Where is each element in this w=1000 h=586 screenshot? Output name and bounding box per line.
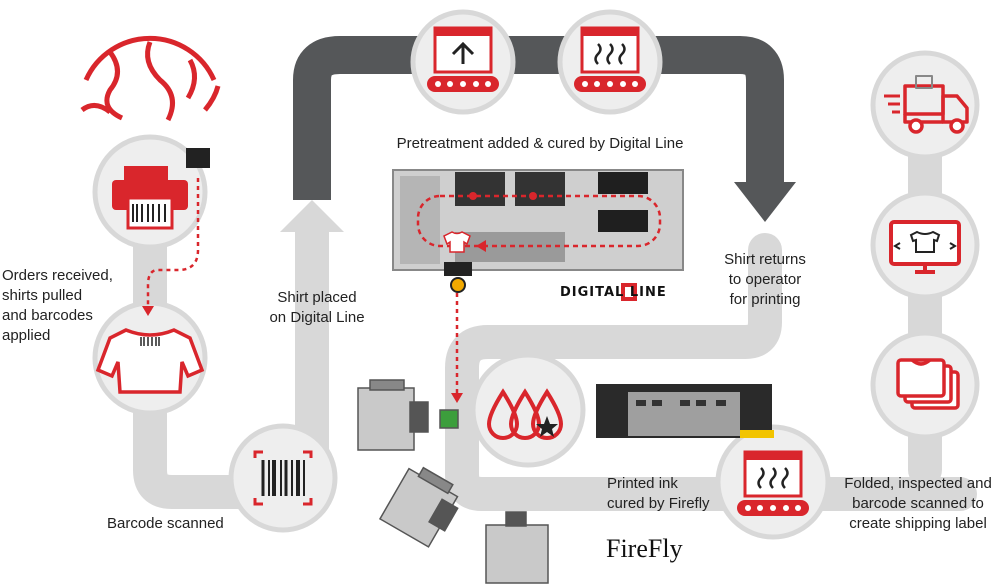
globe-icon <box>80 35 221 122</box>
digital-line-machine <box>392 169 684 293</box>
shirt-placed-label: Shirt placed on Digital Line <box>269 289 365 326</box>
arrow-tip <box>142 306 154 316</box>
barcode-icon <box>253 450 313 506</box>
arrow-tip <box>451 393 463 403</box>
digital-line-brand: DIGITAL LINE <box>560 285 667 300</box>
shirt-returns-label: Shirt returns to operator for printing <box>724 251 806 308</box>
shirt-icon <box>95 328 205 394</box>
conveyor-heat-icon <box>737 450 809 516</box>
folded-shirts-icon <box>896 358 960 410</box>
pretreatment-label: Pretreatment added & cured by Digital Li… <box>396 135 684 152</box>
printed-ink-label: Printed ink cured by Firefly <box>607 475 710 512</box>
conveyor-heat-icon <box>574 26 646 92</box>
barcode-scanned-label: Barcode scanned <box>107 515 224 532</box>
digital-line-logo <box>621 283 637 301</box>
firefly-dryer <box>596 384 774 438</box>
orders-label: Orders received, shirts pulled and barco… <box>2 267 113 344</box>
dtg-printers <box>357 379 549 584</box>
printer-icon <box>112 148 210 230</box>
dark-track <box>293 36 796 222</box>
folded-label: Folded, inspected and barcode scanned to… <box>844 475 992 532</box>
dashed-connector <box>146 178 459 395</box>
delivery-truck-icon <box>884 75 969 134</box>
conveyor-up-arrow-icon <box>427 26 499 92</box>
ink-drops-icon <box>486 388 564 440</box>
firefly-brand: FireFly <box>606 534 683 563</box>
monitor-shirt-icon <box>889 220 961 274</box>
